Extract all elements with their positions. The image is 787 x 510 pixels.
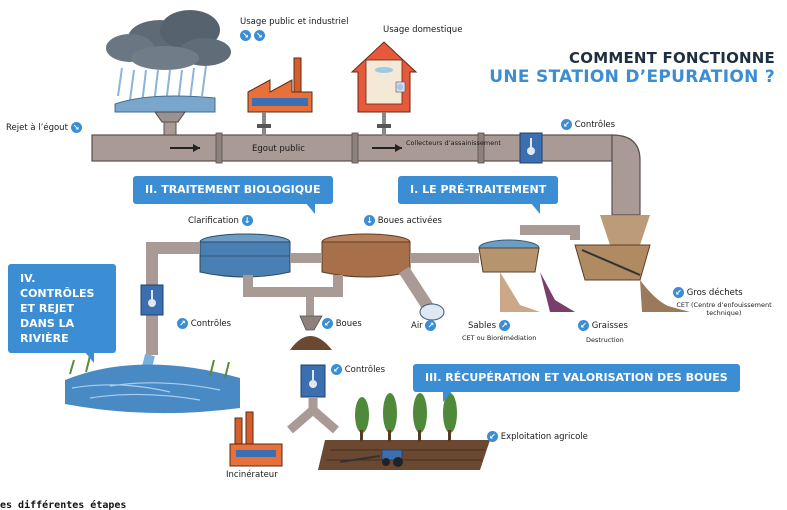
label-gros-dechets-text: Gros déchets [686,288,743,298]
label-air-text: Air [411,321,423,331]
label-sables: Sables ↗ [468,320,510,331]
title-line-1: COMMENT FONCTIONNE [569,49,775,67]
process-pipes [146,242,479,355]
incinerator-building [229,411,283,467]
sludge-controls [287,364,339,434]
arrow-down-left-icon: ↙ [331,364,342,375]
controls-box-left [140,284,164,316]
factory-building [247,57,313,136]
title-line-2: UNE STATION D’EPURATION ? [489,67,775,87]
label-sables-text: Sables [468,321,497,331]
arrow-up-right-icon: ↗ [177,318,188,329]
label-collecteurs: Collecteurs d’assainissement [406,139,501,147]
label-controles-left-text: Contrôles [190,319,232,329]
footer-caption: es différentes étapes [0,500,127,510]
river [65,353,240,414]
label-boues-activees-text: Boues activées [377,216,442,226]
label-graisses: ↙ Graisses [578,320,628,331]
label-usage-public: Usage public et industriel [240,17,349,27]
arrow-down-left-icon: ↙ [561,119,572,130]
label-controles-top: ↙ Contrôles [561,119,615,130]
arrow-down-right-icon: ↘ [240,30,251,41]
pretreatment-tank [478,225,580,312]
label-rejet-egout: Rejet à l’égout ↘ [6,122,82,133]
arrow-down-right-icon: ↘ [70,122,82,133]
label-boues-activees: ↓ Boues activées [364,215,442,226]
stage-biologique-bubble: II. TRAITEMENT BIOLOGIQUE [133,176,333,214]
label-gros-dechets-destination: CET (Centre d’enfouissement technique) [676,301,772,317]
label-boues-text: Boues [335,319,362,329]
label-usage-domestique: Usage domestique [383,25,463,35]
activated-sludge-tank [321,233,411,278]
arrow-down-icon: ↓ [364,215,375,226]
label-controles-mid-text: Contrôles [344,365,386,375]
arrow-down-icon: ↓ [241,215,253,226]
label-exploitation-text: Exploitation agricole [500,432,588,442]
stage-pretraitement-bubble: I. LE PRÉ-TRAITEMENT [398,176,559,214]
screening-tank [574,244,690,312]
pipe-drop [600,215,650,245]
rain-cloud [106,10,231,136]
label-rejet-egout-text: Rejet à l’égout [6,123,68,133]
usage-public-icons: ↘ ↘ [240,30,265,41]
arrow-down-left-icon: ↙ [487,431,498,442]
arrow-down-left-icon: ↙ [322,318,333,329]
label-graisses-destination: Destruction [586,336,624,344]
label-air: Air ↗ [411,320,437,331]
arrow-up-right-icon: ↗ [425,320,437,331]
label-incinerateur: Incinérateur [226,470,278,480]
label-gros-dechets: ↙ Gros déchets [673,287,743,298]
arrow-up-right-icon: ↗ [498,320,510,331]
controls-box-top [519,132,543,164]
label-clarification-text: Clarification [188,216,239,226]
label-graisses-text: Graisses [591,321,628,331]
label-clarification: Clarification ↓ [188,215,253,226]
clarifier-tank [199,233,291,278]
label-boues: ↙ Boues [322,318,362,329]
label-egout-public: Egout public [252,144,305,154]
arrow-down-right-icon: ↘ [253,30,265,41]
house-building [350,41,418,136]
stage-boues-bubble: III. RÉCUPÉRATION ET VALORISATION DES BO… [413,364,740,402]
label-exploitation-agricole: ↙ Exploitation agricole [487,431,588,442]
stage-rejet-bubble: IV. CONTRÔLES ET REJET DANS LA RIVIÈRE [8,264,116,363]
label-controles-left: ↗ Contrôles [177,318,231,329]
label-sables-destination: CET ou Biorémédiation [462,334,537,342]
label-controles-mid: ↙ Contrôles [331,364,385,375]
agricultural-field [318,393,490,470]
arrow-down-left-icon: ↙ [673,287,684,298]
arrow-down-left-icon: ↙ [578,320,589,331]
label-controles-top-text: Contrôles [574,120,616,130]
